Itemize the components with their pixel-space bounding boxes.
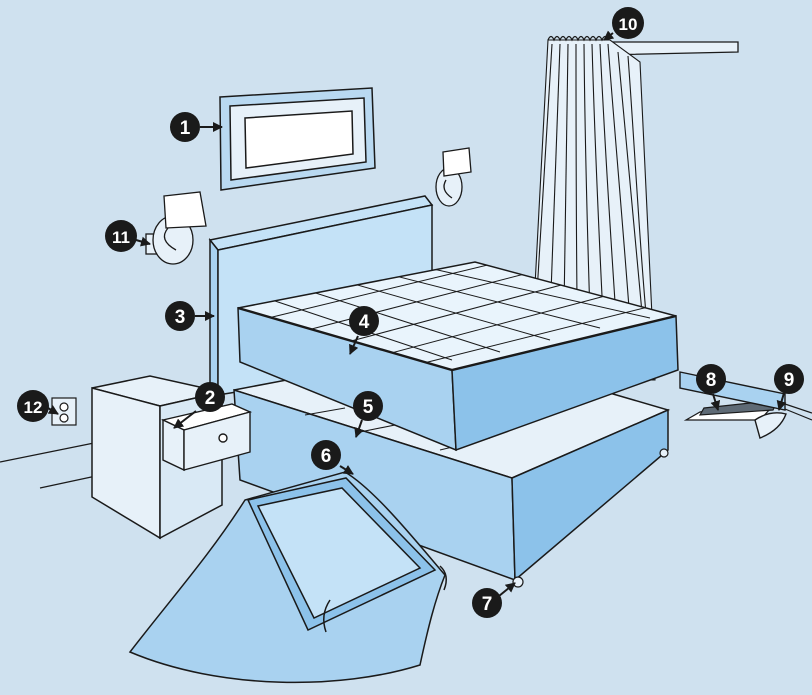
svg-text:8: 8 <box>706 370 717 391</box>
svg-text:4: 4 <box>359 312 370 333</box>
svg-text:9: 9 <box>784 370 795 391</box>
svg-text:3: 3 <box>175 307 186 328</box>
svg-text:10: 10 <box>619 15 638 34</box>
marker-8: 8 <box>696 364 726 394</box>
marker-7: 7 <box>472 588 502 618</box>
marker-10: 10 <box>612 7 644 39</box>
marker-3: 3 <box>165 301 195 331</box>
svg-text:2: 2 <box>205 388 216 409</box>
svg-text:5: 5 <box>363 397 374 418</box>
svg-text:12: 12 <box>24 398 43 417</box>
marker-9: 9 <box>774 364 804 394</box>
marker-1: 1 <box>170 112 200 142</box>
svg-text:1: 1 <box>180 118 191 139</box>
marker-11: 11 <box>105 220 137 252</box>
marker-6: 6 <box>311 440 341 470</box>
marker-4: 4 <box>349 306 379 336</box>
svg-text:7: 7 <box>482 594 493 615</box>
svg-text:6: 6 <box>321 446 332 467</box>
marker-2: 2 <box>195 382 225 412</box>
svg-text:11: 11 <box>112 228 130 247</box>
marker-12: 12 <box>17 390 49 422</box>
marker-5: 5 <box>353 391 383 421</box>
